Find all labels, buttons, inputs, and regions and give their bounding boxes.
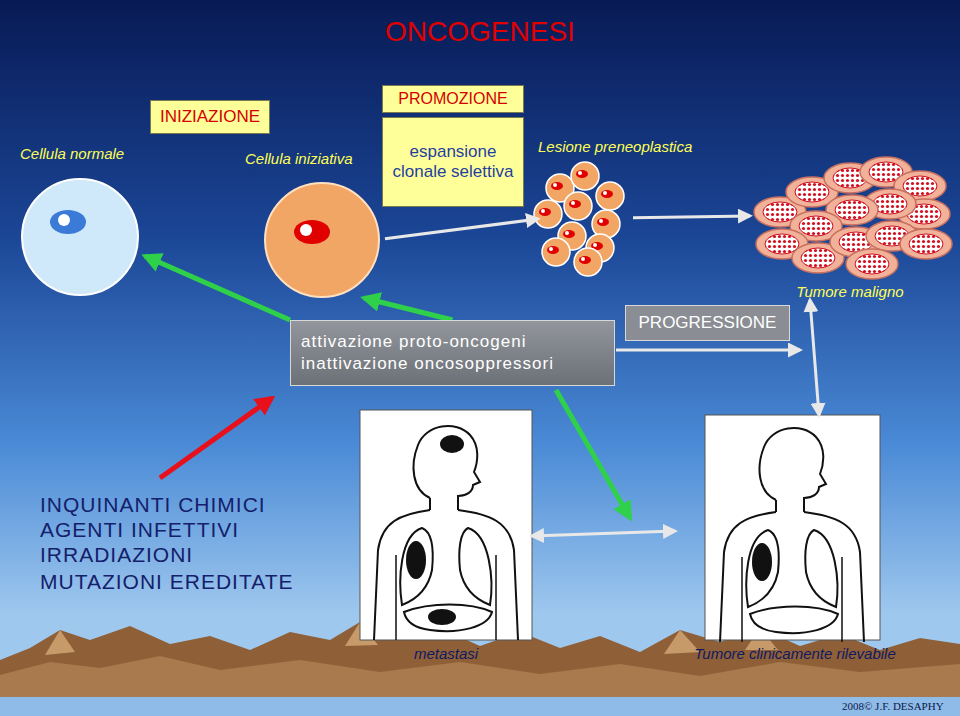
stage-box: PROMOZIONE espansione clonale selettiva [382,85,524,207]
tumor-cluster: Tumore maligno [750,155,950,300]
node-label: Cellula normale [20,145,124,162]
connector-arrow [145,256,290,320]
connector-arrow [810,300,819,415]
cause-label: INQUINANTI CHIMICI [40,493,266,517]
connector-arrow [633,216,750,218]
connector-arrow [532,531,675,536]
node-body: inattivazione oncosoppressori [301,353,554,375]
process-box: attivazione proto-oncogeniinattivazione … [290,320,615,386]
node-label: Cellula iniziativa [245,150,353,167]
node-label: PROMOZIONE [382,85,524,113]
node-label: attivazione proto-oncogeni [301,331,526,353]
cause-label: IRRADIAZIONI [40,543,193,567]
body-figure: Tumore clinicamente rilevabile [675,415,915,662]
node-label: Tumore maligno [796,283,903,300]
node-label: Tumore clinicamente rilevabile [694,645,895,662]
cell-figure: Cellula iniziativa [245,150,385,298]
cause-label: MUTAZIONI EREDITATE [40,570,294,594]
connector-arrow [364,298,453,320]
node-label: INIZIAZIONE [160,107,260,127]
body-figure: metastasi [360,410,532,662]
connector-arrow [385,219,538,239]
node-label: Lesione preneoplastica [538,138,692,155]
node-body: espansione clonale selettiva [382,117,524,207]
stage-box: INIZIAZIONE [150,100,270,134]
cause-label: AGENTI INFETTIVI [40,518,239,542]
cell-figure: Cellula normale [20,145,145,293]
node-label: metastasi [414,645,478,662]
node-label: PROGRESSIONE [639,313,777,333]
copyright-note: 2008© J.F. DESAPHY [842,700,944,712]
stage-box: PROGRESSIONE [625,305,790,341]
diagram-title: ONCOGENESI [0,16,960,48]
cell-cluster: Lesione preneoplastica [538,138,633,273]
